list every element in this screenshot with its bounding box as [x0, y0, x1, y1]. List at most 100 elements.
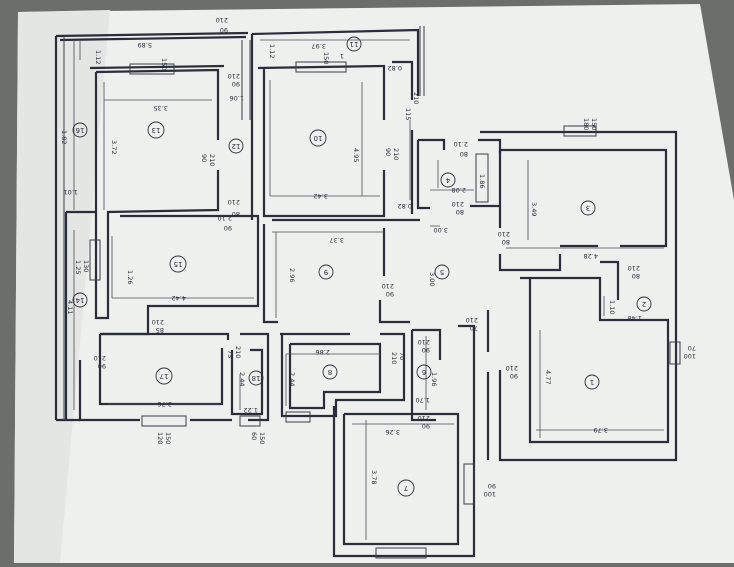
dim-label: 210: [228, 198, 240, 206]
dim-label: 1.26: [126, 270, 134, 284]
dim-label: 85: [156, 326, 164, 334]
dim-label: 210: [498, 230, 510, 238]
dim-label: 130: [82, 260, 90, 272]
dim-label: 210: [412, 92, 420, 104]
dim-label: 2.44: [238, 372, 246, 386]
svg-text:17: 17: [160, 372, 169, 380]
dim-label: 210: [216, 16, 228, 24]
dim-label: 115: [404, 108, 412, 120]
dim-label: 3.76: [158, 400, 172, 408]
svg-text:14: 14: [75, 296, 84, 304]
dim-label: 80: [502, 238, 510, 246]
svg-text:11: 11: [350, 40, 359, 48]
dim-label: 0.82: [388, 64, 402, 72]
dim-label: 210: [152, 318, 164, 326]
svg-text:16: 16: [75, 126, 84, 134]
room-5-marker: 5: [434, 264, 450, 280]
dim-label: 5.89: [138, 41, 152, 49]
dim-label: 4.77: [544, 370, 552, 384]
dim-label: 1.25: [74, 260, 82, 274]
dim-label: 100: [484, 490, 496, 498]
dim-label: 180: [582, 118, 590, 130]
dim-label: 210: [506, 364, 518, 372]
dim-label: 1.96: [430, 372, 438, 386]
dim-label: 90: [98, 362, 106, 370]
dim-label: 90: [488, 482, 496, 490]
dim-label: 2.10: [454, 140, 468, 148]
room-7-marker: 7: [397, 479, 415, 497]
room-1-marker: 1: [584, 374, 600, 390]
room-16-marker: 16: [72, 122, 88, 138]
dim-label: 1.12: [268, 44, 276, 58]
dim-label: 3.00: [434, 226, 448, 234]
dim-label: 3.97: [312, 42, 326, 50]
dim-label: 3.79: [594, 426, 608, 434]
dim-label: 75: [226, 350, 234, 358]
dim-label: 3.42: [314, 192, 328, 200]
dim-label: 70: [398, 352, 406, 360]
dimension-lines: [73, 39, 664, 540]
dim-label: 70: [688, 344, 696, 352]
svg-text:9: 9: [324, 268, 328, 276]
room-labels: 1 2 3 4 5 6 7 8: [72, 36, 652, 497]
dim-label: 4.28: [584, 252, 598, 260]
dim-label: 3.00: [428, 272, 436, 286]
dim-label: 100: [684, 352, 696, 360]
room-6-marker: 6: [416, 364, 432, 380]
dim-label: 210: [382, 282, 394, 290]
room-15-marker: 15: [169, 255, 187, 273]
dim-label: 70: [470, 324, 478, 332]
dim-label: 1.82: [60, 130, 68, 144]
paper: [14, 4, 734, 563]
svg-text:4: 4: [445, 176, 450, 184]
dim-label: 1.22: [244, 406, 258, 414]
dim-label: 210: [418, 338, 430, 346]
dim-label: 210: [234, 346, 242, 358]
dim-label: 80: [460, 150, 468, 158]
svg-text:15: 15: [174, 260, 183, 268]
svg-text:7: 7: [404, 484, 408, 492]
svg-text:1: 1: [590, 378, 594, 386]
svg-text:2: 2: [642, 300, 646, 308]
dim-label: 4.11: [66, 300, 74, 314]
room-18-marker: 18: [248, 370, 264, 386]
dim-label: 90: [386, 290, 394, 298]
room-9-marker: 9: [318, 264, 334, 280]
room-14-marker: 14: [72, 292, 88, 308]
dim-label: 2.86: [316, 348, 330, 356]
svg-text:18: 18: [252, 374, 261, 382]
dim-label: 210: [628, 264, 640, 272]
dim-label: 2.10: [218, 214, 232, 222]
dim-label: 80: [232, 210, 240, 218]
dim-label: 210: [390, 352, 398, 364]
room-4-marker: 4: [440, 172, 456, 188]
dim-label: 90: [232, 80, 240, 88]
openings: [89, 26, 681, 559]
dim-label: 1.10: [608, 300, 616, 314]
dim-label: 90: [384, 148, 392, 156]
dim-label: 90: [422, 346, 430, 354]
dim-label: 3.26: [386, 428, 400, 436]
svg-text:10: 10: [314, 134, 323, 142]
dim-label: 4.42: [172, 294, 186, 302]
dim-label: 210: [466, 316, 478, 324]
svg-text:8: 8: [328, 368, 332, 376]
dim-label: 210: [392, 148, 400, 160]
dim-label: 150: [590, 118, 598, 130]
dim-label: 90: [422, 422, 430, 430]
dim-label: 210: [94, 354, 106, 362]
dim-label: 90: [200, 154, 208, 162]
dim-label: 150: [258, 432, 266, 444]
room-10-marker: 10: [309, 129, 327, 147]
dim-label: 90: [510, 372, 518, 380]
dim-label: 80: [456, 208, 464, 216]
dimension-labels: 210 90 5.89 1.12 3.97 1.12 1 0.82 150 15…: [60, 16, 696, 498]
room-13-marker: 13: [147, 121, 165, 139]
dim-label: 1.48: [628, 314, 642, 322]
dim-label: 210: [452, 200, 464, 208]
dim-label: 2.44: [288, 372, 296, 386]
walls: [54, 28, 678, 558]
room-3-marker: 3: [580, 200, 596, 216]
room-2-marker: 2: [636, 296, 652, 312]
